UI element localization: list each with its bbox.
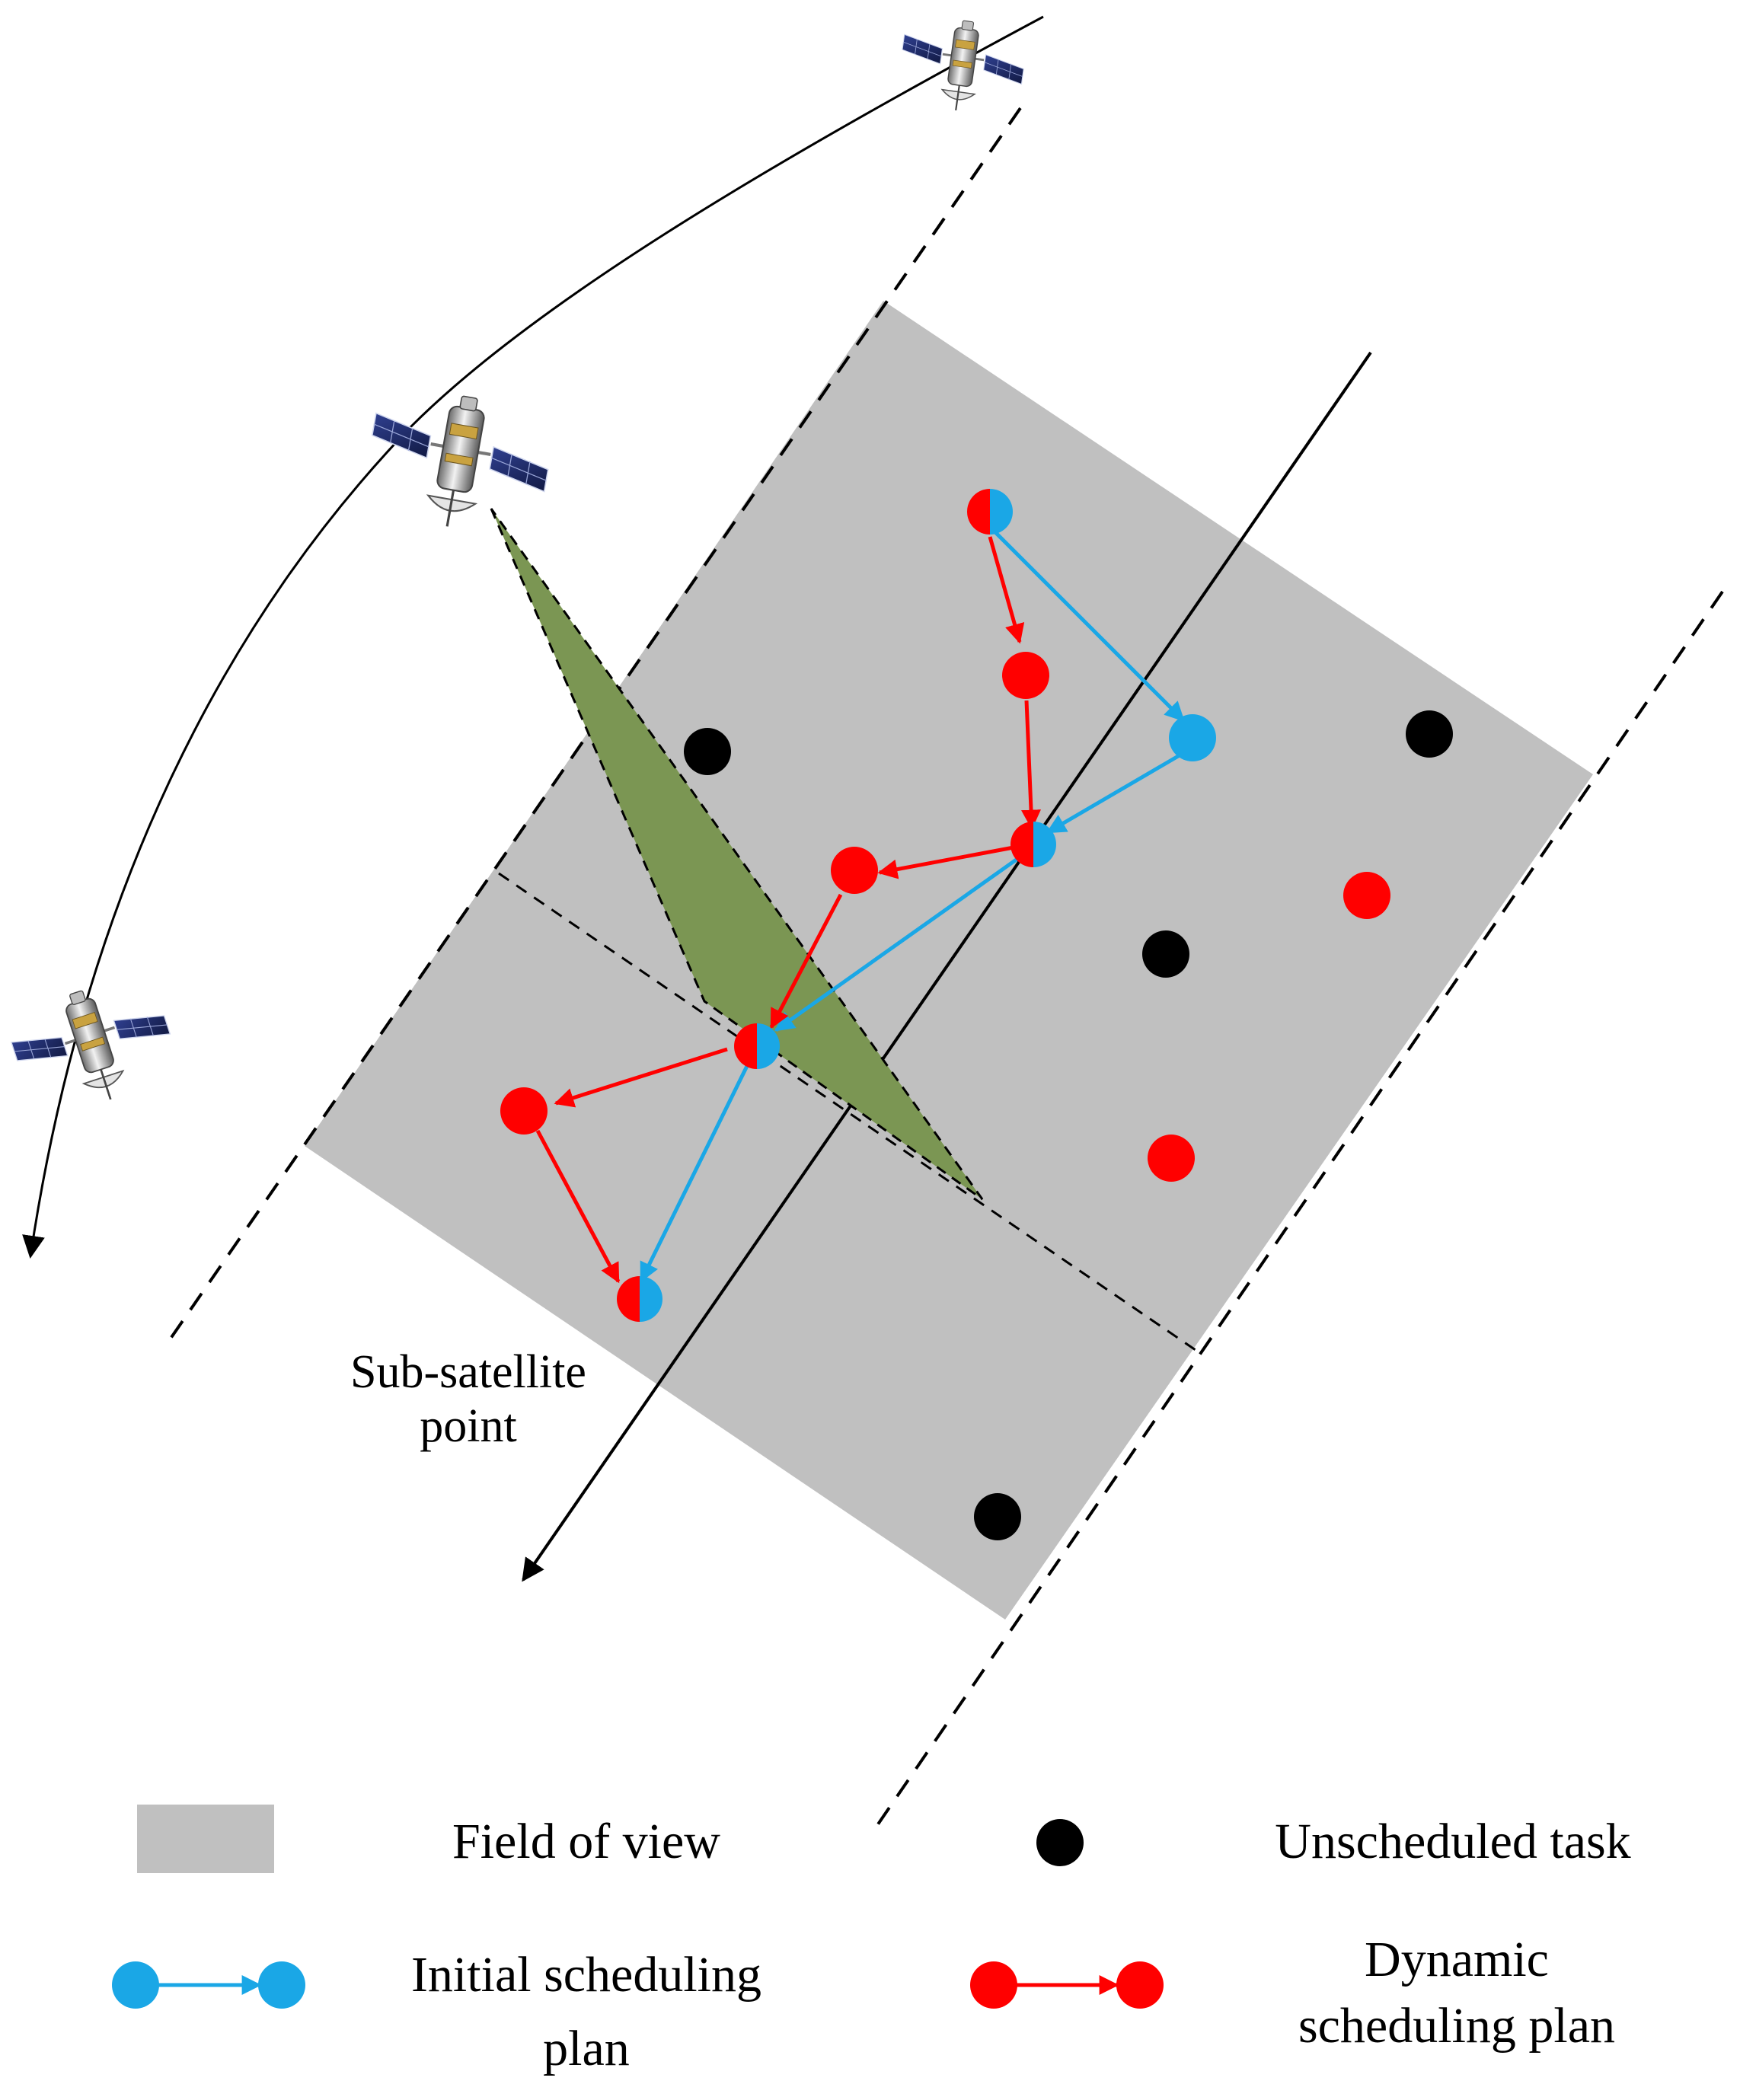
task-node-shared bbox=[617, 1276, 662, 1322]
legend-unscheduled-label: Unscheduled task bbox=[1275, 1814, 1630, 1869]
legend-initial-plan-label-line2: plan bbox=[543, 2021, 630, 2076]
task-node-dynamic bbox=[1002, 652, 1049, 699]
task-node-shared bbox=[967, 489, 1013, 535]
legend: Field of view Unscheduled task Initial s… bbox=[112, 1805, 1631, 2076]
dynamic-plan-arrow bbox=[535, 1129, 621, 1284]
satellite-icon bbox=[893, 11, 1030, 120]
swath-boundary-right bbox=[871, 590, 1724, 1834]
sub-satellite-track bbox=[522, 351, 1372, 1582]
initial-plan-arrow bbox=[1046, 753, 1181, 835]
dynamic-plan-arrow bbox=[1021, 700, 1042, 830]
satellite-icon bbox=[359, 381, 558, 541]
task-node-unscheduled bbox=[974, 1493, 1021, 1540]
legend-field-of-view-label: Field of view bbox=[452, 1814, 720, 1869]
task-node-unscheduled bbox=[1406, 710, 1453, 758]
legend-unscheduled-swatch bbox=[1036, 1819, 1084, 1866]
task-node-unscheduled bbox=[1142, 930, 1189, 978]
legend-dynamic-plan-swatch bbox=[970, 1961, 1164, 2009]
legend-initial-plan-swatch bbox=[112, 1961, 305, 2009]
sub-satellite-label-line2: point bbox=[420, 1400, 516, 1452]
task-node-dynamic bbox=[500, 1087, 548, 1135]
sub-satellite-label: Sub-satellite bbox=[350, 1346, 586, 1398]
legend-dynamic-plan-label: Dynamic bbox=[1365, 1932, 1549, 1987]
task-node-unscheduled bbox=[684, 728, 731, 775]
task-node-dynamic bbox=[1343, 872, 1390, 919]
task-node-initial bbox=[1169, 714, 1216, 761]
initial-scheduling-route bbox=[639, 525, 1185, 1283]
initial-plan-arrow bbox=[639, 1063, 750, 1283]
sensor-beam bbox=[490, 508, 984, 1201]
legend-dynamic-plan-label-line2: scheduling plan bbox=[1298, 1998, 1615, 2054]
task-node-dynamic bbox=[831, 847, 878, 894]
task-node-shared bbox=[1010, 822, 1056, 867]
satellite-icon bbox=[1, 967, 185, 1125]
dynamic-plan-arrow bbox=[554, 1047, 728, 1108]
initial-plan-arrow bbox=[988, 525, 1185, 722]
dynamic-plan-arrow bbox=[877, 845, 1014, 879]
dynamic-plan-arrow bbox=[988, 536, 1025, 644]
task-node-dynamic bbox=[1148, 1135, 1195, 1182]
initial-plan-arrow bbox=[774, 857, 1019, 1032]
dynamic-plan-arrow bbox=[769, 893, 843, 1029]
legend-field-of-view-swatch bbox=[137, 1805, 274, 1873]
dynamic-scheduling-route bbox=[535, 536, 1042, 1284]
legend-initial-plan-label: Initial scheduling bbox=[411, 1947, 761, 2003]
task-node-shared bbox=[734, 1023, 780, 1069]
